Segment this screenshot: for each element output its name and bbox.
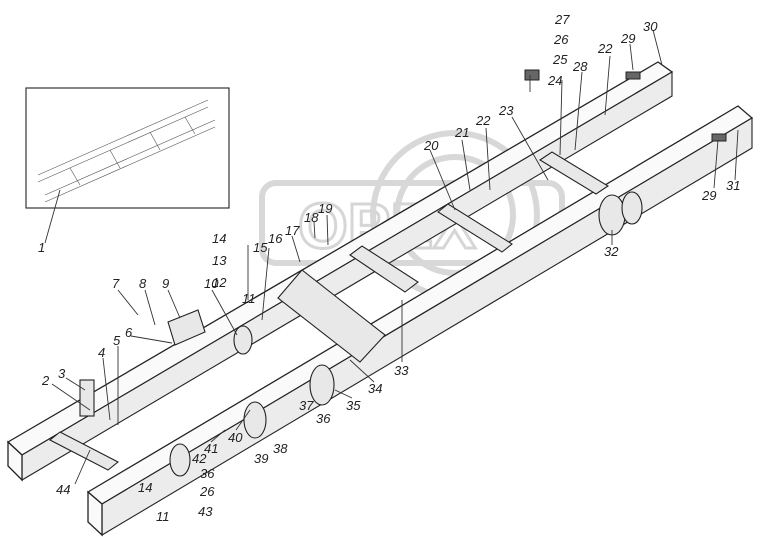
callout-7: 7	[112, 276, 120, 291]
callout-34: 34	[368, 381, 382, 396]
leader-lines	[44, 29, 739, 485]
callout-4: 4	[98, 345, 105, 360]
callout-44: 44	[56, 482, 70, 497]
callout-31: 31	[726, 178, 740, 193]
callout-35: 35	[346, 398, 361, 413]
callout-24: 24	[547, 73, 562, 88]
callout-43: 43	[198, 504, 213, 519]
callout-25: 25	[552, 52, 568, 67]
right-rail-end	[87, 490, 103, 537]
callout-36-left: 36	[200, 466, 215, 481]
callout-28: 28	[572, 59, 588, 74]
callout-14-upper: 14	[212, 231, 226, 246]
callout-1: 1	[38, 240, 45, 255]
engine-mount	[167, 309, 206, 346]
rear-cross-member	[437, 203, 513, 253]
callout-18: 18	[304, 210, 319, 225]
callout-17: 17	[285, 223, 300, 238]
inset-chassis-sketch	[37, 99, 216, 203]
rear-clip	[625, 71, 641, 80]
cross-members	[48, 151, 610, 471]
callout-42: 42	[192, 451, 207, 466]
rear-shackle-bracket	[598, 194, 626, 236]
callout-22-right: 22	[597, 41, 613, 56]
callout-33: 33	[394, 363, 409, 378]
callout-21: 21	[454, 125, 469, 140]
callout-41: 41	[204, 441, 218, 456]
callout-32: 32	[604, 244, 619, 259]
callout-39: 39	[254, 451, 268, 466]
front-spring-hanger	[169, 443, 191, 477]
callout-26-lower: 26	[199, 484, 215, 499]
left-rail-end	[7, 440, 23, 482]
callout-14-lower: 14	[138, 480, 152, 495]
top-plate	[524, 69, 540, 81]
callout-2: 2	[41, 373, 50, 388]
callout-15: 15	[253, 240, 268, 255]
callout-6: 6	[125, 325, 133, 340]
middle-cross-member	[349, 245, 419, 293]
inset-overview	[25, 87, 230, 209]
rear-spring-hanger	[309, 364, 335, 406]
callout-11-lower: 11	[156, 509, 170, 524]
callout-37: 37	[299, 398, 314, 413]
callout-9: 9	[162, 276, 169, 291]
callout-13: 13	[212, 253, 227, 268]
front-cross-member	[48, 431, 120, 471]
callouts: 1 2 3 4 5 6 7 8 9 10 11 11 12 13 14 14 1…	[38, 12, 740, 524]
rear-hook	[711, 133, 727, 142]
mid-spring-hanger	[243, 401, 267, 439]
callout-40: 40	[228, 430, 243, 445]
rear-shackle-bracket-2	[621, 191, 643, 225]
callout-23: 23	[498, 103, 514, 118]
callout-8: 8	[139, 276, 147, 291]
callout-29-top: 29	[620, 31, 635, 46]
callout-11-upper: 11	[242, 291, 256, 306]
callout-27: 27	[554, 12, 570, 27]
callout-29-right: 29	[701, 188, 716, 203]
callout-5: 5	[113, 333, 121, 348]
left-side-rail	[6, 61, 674, 482]
callout-26-upper: 26	[553, 32, 569, 47]
callout-30: 30	[643, 19, 658, 34]
end-cross-member	[538, 151, 610, 195]
callout-3: 3	[58, 366, 66, 381]
callout-12: 12	[212, 275, 227, 290]
callout-38: 38	[273, 441, 288, 456]
callout-36-right: 36	[316, 411, 331, 426]
center-cross-member	[277, 269, 386, 363]
inset-frame	[25, 87, 230, 209]
callout-16: 16	[268, 231, 283, 246]
callout-22-left: 22	[475, 113, 491, 128]
callout-19: 19	[318, 201, 332, 216]
callout-10: 10	[204, 276, 219, 291]
spring-bracket	[233, 325, 253, 355]
front-bracket	[79, 379, 95, 417]
brackets	[79, 69, 727, 477]
callout-20: 20	[423, 138, 439, 153]
